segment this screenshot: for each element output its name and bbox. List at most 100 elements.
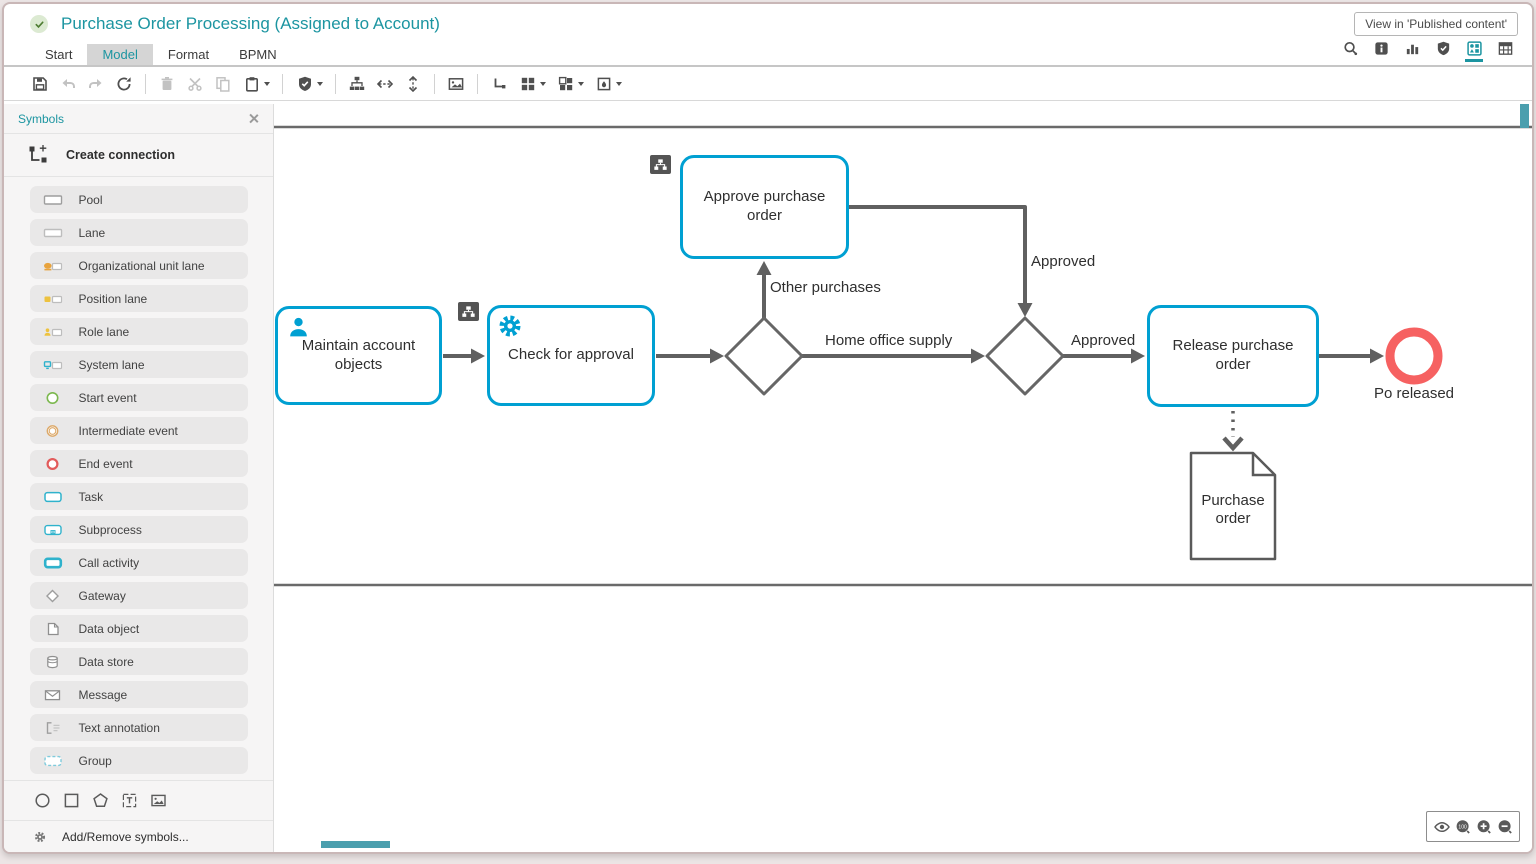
edge-label-approved-top[interactable]: Approved <box>1031 253 1096 270</box>
grid-layout-caret[interactable] <box>539 81 546 86</box>
association-arrowhead <box>1222 436 1244 452</box>
grid-options-button[interactable] <box>551 71 589 97</box>
copy-button[interactable] <box>209 71 237 97</box>
grid-layout-button[interactable] <box>513 71 551 97</box>
gateway-1[interactable] <box>724 316 804 396</box>
paste-dropdown-caret[interactable] <box>263 81 270 86</box>
task-release-purchase-order[interactable]: Release purchase order <box>1147 305 1319 407</box>
gear-icon <box>34 831 46 842</box>
symbol-item-lane[interactable]: Lane <box>29 219 248 246</box>
create-connection-button[interactable]: Create connection <box>4 134 273 177</box>
search-icon[interactable] <box>1339 40 1361 65</box>
preview-eye-icon[interactable] <box>1433 818 1451 836</box>
data-object-purchase-order[interactable] <box>1189 451 1277 561</box>
tab-start[interactable]: Start <box>45 47 73 62</box>
add-remove-symbols-button[interactable]: Add/Remove symbols... <box>4 820 273 852</box>
end-event-po-released[interactable] <box>1385 327 1443 385</box>
grid-options-caret[interactable] <box>577 81 584 86</box>
symbol-item-organizational-unit-lane[interactable]: Organizational unit lane <box>29 252 248 279</box>
square-shape-icon[interactable] <box>63 792 80 809</box>
symbol-item-group[interactable]: Group <box>29 747 248 774</box>
validate-shield-button[interactable] <box>290 71 328 97</box>
symbols-panel-title: Symbols <box>18 111 65 126</box>
gateway-icon <box>43 588 63 603</box>
table-icon[interactable] <box>1494 40 1516 65</box>
organizational-unit-lane-icon <box>43 259 63 273</box>
symbol-label: Data store <box>78 654 134 669</box>
close-icon[interactable] <box>248 113 259 124</box>
tab-model[interactable]: Model <box>87 44 153 65</box>
delete-button[interactable] <box>153 71 181 97</box>
symbol-item-message[interactable]: Message <box>29 681 248 708</box>
task-approve-purchase-order[interactable]: Approve purchase order <box>680 155 849 259</box>
symbol-item-system-lane[interactable]: System lane <box>29 351 248 378</box>
text-frame-icon[interactable] <box>121 792 138 809</box>
symbol-item-intermediate-event[interactable]: Intermediate event <box>29 417 248 444</box>
space-vertical-button[interactable] <box>399 71 427 97</box>
gateway-2[interactable] <box>985 316 1065 396</box>
view-published-content-button[interactable]: View in 'Published content' <box>1354 12 1518 36</box>
symbol-item-role-lane[interactable]: Role lane <box>29 318 248 345</box>
data-store-icon <box>43 655 63 669</box>
symbols-palette-icon[interactable] <box>1463 40 1485 65</box>
chart-icon[interactable] <box>1401 40 1423 65</box>
insert-image-button[interactable] <box>442 71 470 97</box>
validate-dropdown-caret[interactable] <box>316 81 323 86</box>
cut-button[interactable] <box>181 71 209 97</box>
vertical-scrollbar-thumb[interactable] <box>1520 104 1529 128</box>
message-icon <box>43 688 63 702</box>
paste-button[interactable] <box>237 71 275 97</box>
data-object-label: Purchase order <box>1201 492 1265 527</box>
refresh-button[interactable] <box>110 71 138 97</box>
symbol-item-data-store[interactable]: Data store <box>29 648 248 675</box>
connector-style-button[interactable] <box>485 71 513 97</box>
image-shape-icon[interactable] <box>150 792 167 809</box>
symbol-item-call-activity[interactable]: Call activity <box>29 549 248 576</box>
task-check-for-approval[interactable]: Check for approval <box>487 305 655 406</box>
symbol-item-gateway[interactable]: Gateway <box>29 582 248 609</box>
zoom-100-icon[interactable]: 100 <box>1454 818 1472 836</box>
end-event-label: Po released <box>1373 385 1455 402</box>
redo-button[interactable] <box>82 71 110 97</box>
circle-shape-icon[interactable] <box>34 792 51 809</box>
connector-approve-to-gateway2[interactable] <box>849 205 1027 306</box>
object-appearance-caret[interactable] <box>615 81 622 86</box>
zoom-out-icon[interactable] <box>1496 818 1514 836</box>
object-appearance-button[interactable] <box>589 71 627 97</box>
space-horizontal-button[interactable] <box>371 71 399 97</box>
symbol-item-data-object[interactable]: Data object <box>29 615 248 642</box>
model-canvas[interactable]: Maintain account objects Check for appro… <box>274 104 1532 852</box>
assignment-sitemap-icon[interactable] <box>458 302 479 321</box>
edge-label-home-office-supply[interactable]: Home office supply <box>825 332 953 349</box>
undo-button[interactable] <box>54 71 82 97</box>
end-event-icon <box>43 457 63 471</box>
symbol-item-pool[interactable]: Pool <box>29 186 248 213</box>
symbol-item-text-annotation[interactable]: Text annotation <box>29 714 248 741</box>
pentagon-shape-icon[interactable] <box>92 792 109 809</box>
tab-bpmn[interactable]: BPMN <box>239 47 277 62</box>
symbol-label: End event <box>78 456 133 471</box>
data-object-fold <box>1251 453 1275 477</box>
arrowhead <box>1370 348 1384 364</box>
zoom-in-icon[interactable] <box>1475 818 1493 836</box>
edge-label-approved-right[interactable]: Approved <box>1071 332 1136 349</box>
layout-tree-button[interactable] <box>343 71 371 97</box>
svg-text:100: 100 <box>1458 824 1467 830</box>
tab-format[interactable]: Format <box>167 47 210 62</box>
save-button[interactable] <box>26 71 54 97</box>
info-icon[interactable] <box>1370 40 1392 65</box>
page-title: Purchase Order Processing (Assigned to A… <box>61 14 440 33</box>
task-maintain-account-objects[interactable]: Maintain account objects <box>275 306 442 405</box>
symbol-label: Pool <box>78 192 103 207</box>
edge-label-other-purchases[interactable]: Other purchases <box>770 279 881 296</box>
symbol-item-end-event[interactable]: End event <box>29 450 248 477</box>
governance-shield-icon[interactable] <box>1432 40 1454 65</box>
arrowhead <box>710 348 724 364</box>
symbol-item-subprocess[interactable]: Subprocess <box>29 516 248 543</box>
assignment-sitemap-icon[interactable] <box>650 155 671 174</box>
symbol-item-start-event[interactable]: Start event <box>29 384 248 411</box>
symbol-item-position-lane[interactable]: Position lane <box>29 285 248 312</box>
arrowhead <box>471 348 485 364</box>
horizontal-scrollbar-thumb[interactable] <box>321 841 390 848</box>
symbol-item-task[interactable]: Task <box>29 483 248 510</box>
